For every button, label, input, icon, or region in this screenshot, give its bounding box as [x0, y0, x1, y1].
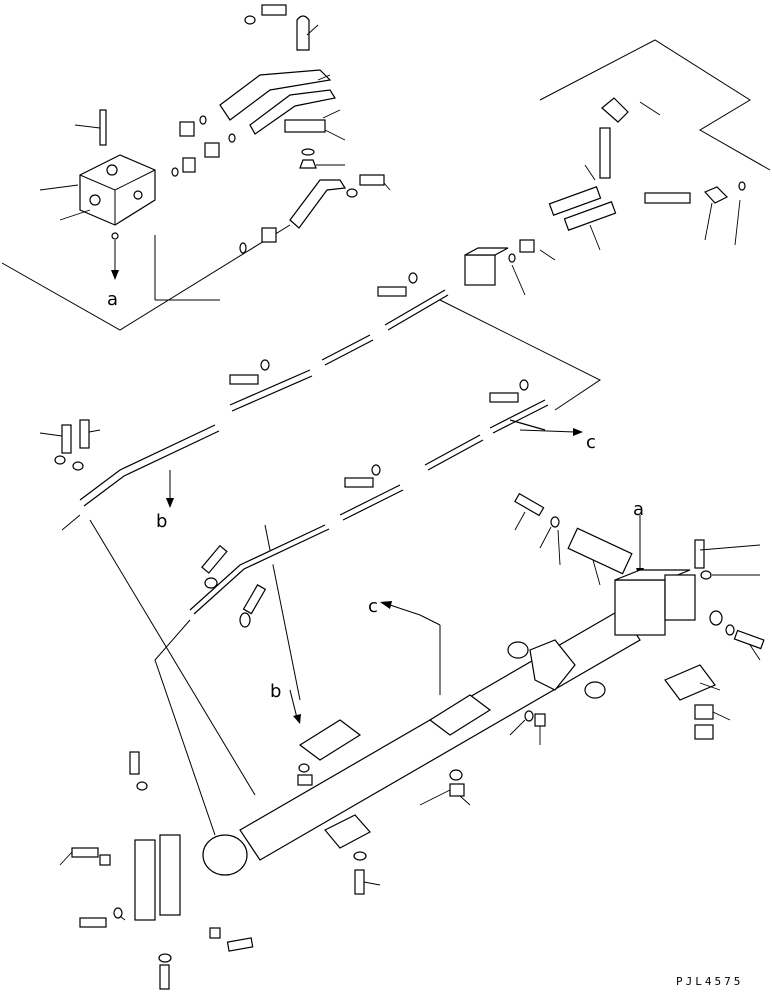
drawing-code: PJL4575	[676, 975, 743, 988]
callout-c-lower: c	[368, 596, 378, 617]
tube-lines	[79, 289, 549, 615]
callout-labels: a b c a c b	[107, 289, 644, 702]
mount-brackets	[134, 664, 716, 921]
top-fittings	[171, 4, 385, 254]
upper-right-fittings	[464, 97, 746, 286]
callout-c-upper: c	[586, 432, 596, 453]
group-outlines	[1, 39, 771, 836]
leader-lines	[39, 24, 761, 921]
callout-a-upper: a	[107, 289, 118, 310]
washers	[54, 272, 735, 963]
callout-b-lower: b	[270, 681, 281, 702]
cylinder	[202, 527, 696, 876]
callout-b-upper: b	[156, 511, 167, 532]
valve-block	[79, 109, 156, 280]
callout-a-lower: a	[633, 499, 644, 520]
bolts	[61, 286, 765, 990]
